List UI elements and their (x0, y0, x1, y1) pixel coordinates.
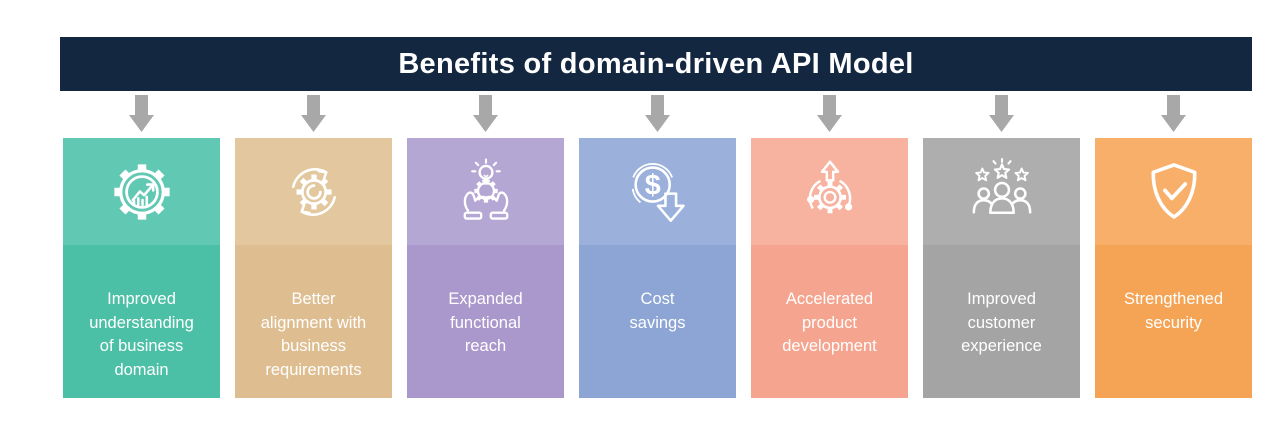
benefit-card: Improved customer experience (923, 138, 1080, 398)
dollar-decrease-icon: $ (631, 162, 685, 222)
benefit-label: Expanded functional reach (448, 290, 523, 356)
benefit-label: Better alignment with business requireme… (260, 290, 367, 379)
benefit-column-customer-experience: Improved customer experience (923, 95, 1080, 398)
benefit-column-strengthened-security: Strengthened security (1095, 95, 1252, 398)
hands-idea-gear-icon (463, 158, 508, 220)
gear-analytics-icon (113, 163, 170, 220)
benefit-column-expanded-reach: Expanded functional reach (407, 95, 564, 398)
benefit-card: Better alignment with business requireme… (235, 138, 392, 398)
benefit-label: Improved understanding of business domai… (89, 290, 194, 379)
down-arrow-icon (473, 95, 498, 132)
benefit-card: $ Cost savings (579, 138, 736, 398)
benefit-label: Improved customer experience (961, 290, 1042, 356)
benefit-card: Strengthened security (1095, 138, 1252, 398)
down-arrow-icon (989, 95, 1014, 132)
benefit-label: Strengthened security (1123, 290, 1224, 332)
benefit-column-better-alignment: Better alignment with business requireme… (235, 95, 392, 398)
down-arrow-icon (129, 95, 154, 132)
svg-text:$: $ (644, 169, 660, 201)
benefit-column-accelerated-development: Accelerated product development (751, 95, 908, 398)
down-arrow-icon (301, 95, 326, 132)
down-arrow-icon (1161, 95, 1186, 132)
shield-check-icon (1150, 162, 1197, 219)
down-arrow-icon (645, 95, 670, 132)
page-title: Benefits of domain-driven API Model (398, 47, 914, 80)
gear-launch-icon (806, 159, 852, 213)
benefit-label: Accelerated product development (782, 290, 877, 356)
benefit-card: Improved understanding of business domai… (63, 138, 220, 398)
benefit-column-cost-savings: $ Cost savings (579, 95, 736, 398)
benefit-columns: Improved understanding of business domai… (63, 95, 1252, 398)
benefit-card: Expanded functional reach (407, 138, 564, 398)
people-stars-icon (972, 157, 1031, 214)
benefit-column-improved-understanding: Improved understanding of business domai… (63, 95, 220, 398)
benefit-card: Accelerated product development (751, 138, 908, 398)
gear-sync-icon (291, 167, 336, 216)
benefit-label: Cost savings (629, 290, 686, 332)
title-banner: Benefits of domain-driven API Model (60, 37, 1252, 91)
down-arrow-icon (817, 95, 842, 132)
